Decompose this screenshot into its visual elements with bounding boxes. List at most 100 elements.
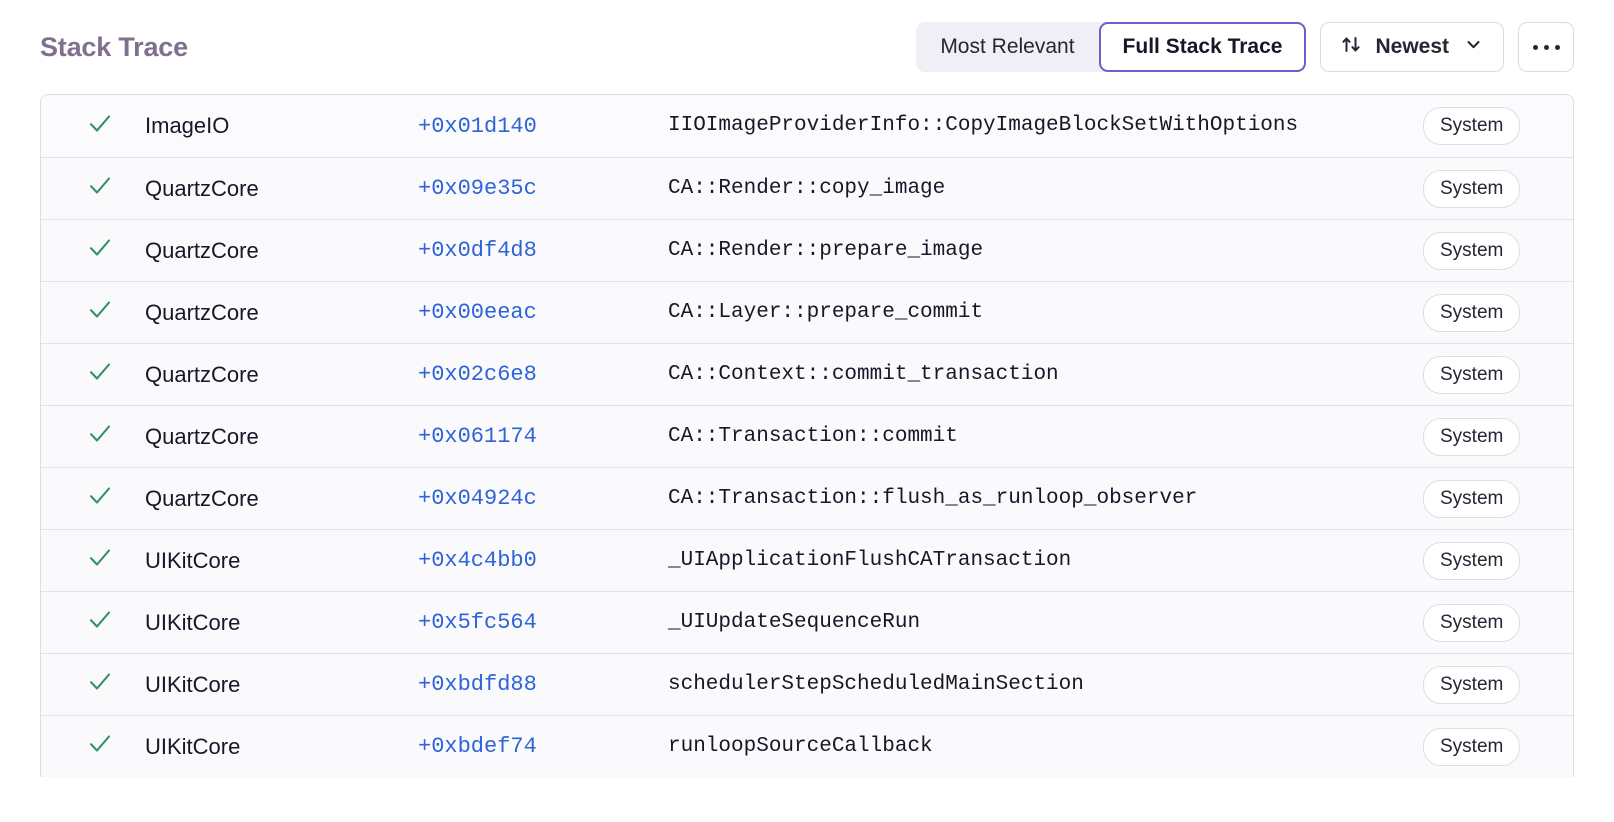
frame-badge-cell: System <box>1423 355 1573 394</box>
check-icon <box>87 235 113 266</box>
table-row[interactable]: UIKitCore +0x5fc564 _UIUpdateSequenceRun… <box>41 591 1573 653</box>
frame-badge-cell: System <box>1423 479 1573 518</box>
status-badge: System <box>1423 541 1521 580</box>
frame-function: _UIUpdateSequenceRun <box>668 610 921 634</box>
frame-offset[interactable]: +0xbdef74 <box>418 734 537 759</box>
frame-module: QuartzCore <box>145 485 259 511</box>
frame-badge-cell: System <box>1423 231 1573 270</box>
frame-status-cell <box>41 173 113 204</box>
frame-badge-cell: System <box>1423 603 1573 642</box>
status-badge: System <box>1423 727 1521 766</box>
tab-full-stack-trace[interactable]: Full Stack Trace <box>1098 22 1307 72</box>
status-badge: System <box>1423 169 1521 208</box>
frame-function: IIOImageProviderInfo::CopyImageBlockSetW… <box>668 114 1299 137</box>
stack-frames-table: ImageIO +0x01d140 IIOImageProviderInfo::… <box>40 94 1574 777</box>
frame-badge-cell: System <box>1423 727 1573 766</box>
table-row[interactable]: QuartzCore +0x061174 CA::Transaction::co… <box>41 405 1573 467</box>
check-icon <box>87 731 113 762</box>
frame-function: schedulerStepScheduledMainSection <box>668 672 1084 696</box>
frame-offset[interactable]: +0x09e35c <box>418 176 537 201</box>
frame-function: CA::Context::commit_transaction <box>668 362 1059 386</box>
frame-offset[interactable]: +0x00eeac <box>418 300 537 325</box>
table-row[interactable]: QuartzCore +0x04924c CA::Transaction::fl… <box>41 467 1573 529</box>
frame-function: runloopSourceCallback <box>668 734 933 758</box>
frame-module: ImageIO <box>145 113 230 138</box>
chevron-down-icon <box>1464 35 1483 60</box>
frame-module: UIKitCore <box>145 547 241 573</box>
status-badge: System <box>1423 665 1521 704</box>
check-icon <box>87 545 113 576</box>
check-icon <box>87 111 113 142</box>
table-row[interactable]: UIKitCore +0xbdef74 runloopSourceCallbac… <box>41 715 1573 777</box>
frame-status-cell <box>41 607 113 638</box>
table-row[interactable]: QuartzCore +0x00eeac CA::Layer::prepare_… <box>41 281 1573 343</box>
ellipsis-icon <box>1532 44 1538 50</box>
frame-function: CA::Render::copy_image <box>668 176 946 200</box>
frame-status-cell <box>41 359 113 390</box>
frame-function: CA::Render::prepare_image <box>668 238 984 262</box>
frame-module: QuartzCore <box>145 237 259 263</box>
table-row[interactable]: UIKitCore +0xbdfd88 schedulerStepSchedul… <box>41 653 1573 715</box>
table-row[interactable]: QuartzCore +0x02c6e8 CA::Context::commit… <box>41 343 1573 405</box>
status-badge: System <box>1423 231 1521 270</box>
frame-badge-cell: System <box>1423 541 1573 580</box>
check-icon <box>87 483 113 514</box>
frame-offset[interactable]: +0x02c6e8 <box>418 362 537 387</box>
header-actions: Most Relevant Full Stack Trace Newest <box>916 22 1574 72</box>
table-row[interactable]: UIKitCore +0x4c4bb0 _UIApplicationFlushC… <box>41 529 1573 591</box>
frame-function: CA::Layer::prepare_commit <box>668 300 984 324</box>
frame-offset[interactable]: +0x0df4d8 <box>418 238 537 263</box>
frame-module: UIKitCore <box>145 733 241 759</box>
status-badge: System <box>1423 355 1521 394</box>
frame-badge-cell: System <box>1423 169 1573 208</box>
page-title: Stack Trace <box>40 31 188 62</box>
stack-trace-view-segmented-control[interactable]: Most Relevant Full Stack Trace <box>916 22 1307 72</box>
frame-badge-cell: System <box>1423 293 1573 332</box>
frame-status-cell <box>41 111 113 142</box>
sort-arrows-icon <box>1341 34 1362 61</box>
frame-badge-cell: System <box>1423 417 1573 456</box>
check-icon <box>87 607 113 638</box>
frame-status-cell <box>41 483 113 514</box>
frame-status-cell <box>41 421 113 452</box>
sort-button-label: Newest <box>1375 35 1449 58</box>
more-options-button[interactable] <box>1518 22 1574 72</box>
frame-status-cell <box>41 235 113 266</box>
frame-module: QuartzCore <box>145 299 259 325</box>
status-badge: System <box>1423 417 1521 456</box>
frame-badge-cell: System <box>1423 107 1573 145</box>
ellipsis-icon <box>1554 44 1560 50</box>
frame-offset[interactable]: +0x01d140 <box>418 113 537 139</box>
frame-function: CA::Transaction::commit <box>668 424 958 448</box>
frame-offset[interactable]: +0x4c4bb0 <box>418 548 537 573</box>
check-icon <box>87 297 113 328</box>
frame-status-cell <box>41 297 113 328</box>
frame-offset[interactable]: +0x061174 <box>418 424 537 449</box>
status-badge: System <box>1423 293 1521 332</box>
frame-offset[interactable]: +0xbdfd88 <box>418 672 537 697</box>
check-icon <box>87 421 113 452</box>
frame-module: UIKitCore <box>145 671 241 697</box>
frame-offset[interactable]: +0x5fc564 <box>418 610 537 635</box>
frame-status-cell <box>41 731 113 762</box>
ellipsis-icon <box>1543 44 1549 50</box>
tab-most-relevant[interactable]: Most Relevant <box>916 22 1098 72</box>
check-icon <box>87 173 113 204</box>
panel-header: Stack Trace Most Relevant Full Stack Tra… <box>40 0 1574 94</box>
sort-button[interactable]: Newest <box>1320 22 1504 72</box>
table-row[interactable]: QuartzCore +0x0df4d8 CA::Render::prepare… <box>41 219 1573 281</box>
table-row[interactable]: ImageIO +0x01d140 IIOImageProviderInfo::… <box>41 95 1573 157</box>
frame-module: QuartzCore <box>145 175 259 201</box>
frame-status-cell <box>41 669 113 700</box>
check-icon <box>87 669 113 700</box>
frame-status-cell <box>41 545 113 576</box>
status-badge: System <box>1423 479 1521 518</box>
frame-module: QuartzCore <box>145 423 259 449</box>
table-row[interactable]: QuartzCore +0x09e35c CA::Render::copy_im… <box>41 157 1573 219</box>
status-badge: System <box>1423 107 1521 145</box>
frame-offset[interactable]: +0x04924c <box>418 486 537 511</box>
frame-function: _UIApplicationFlushCATransaction <box>668 548 1072 572</box>
frame-module: UIKitCore <box>145 609 241 635</box>
check-icon <box>87 359 113 390</box>
